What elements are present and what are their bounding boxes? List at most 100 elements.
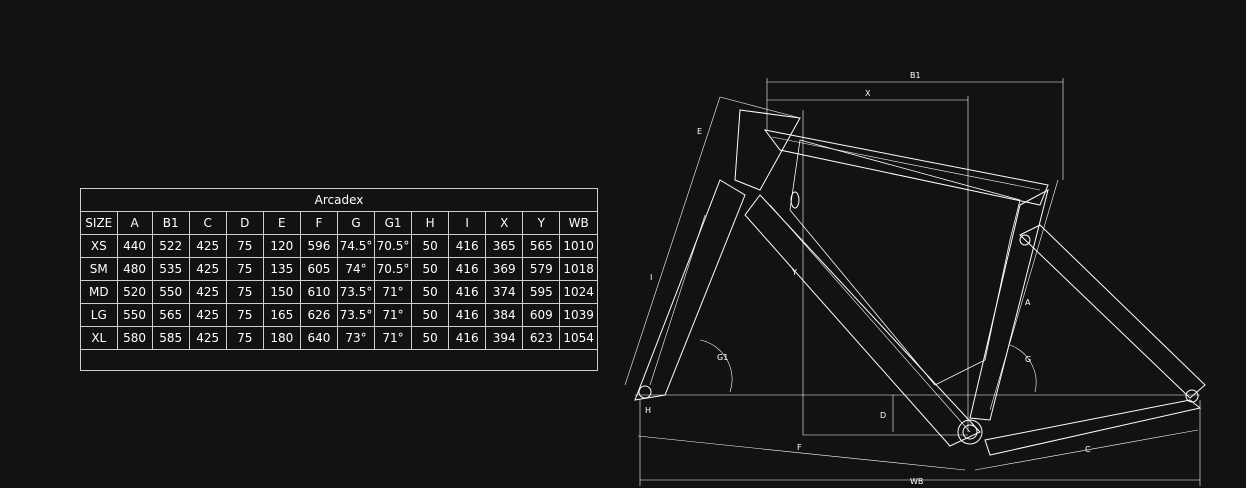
column-header: Y [522, 212, 561, 235]
table-title: Arcadex [81, 189, 597, 212]
table-cell: 425 [188, 303, 227, 327]
table-cell: 425 [188, 234, 227, 258]
table-cell: 384 [485, 303, 524, 327]
table-cell: 425 [188, 257, 227, 281]
table-cell: 75 [225, 234, 264, 258]
label-d: D [880, 411, 886, 420]
label-wb: WB [910, 477, 923, 486]
table-cell: 50 [411, 234, 450, 258]
table-cell: 369 [485, 257, 524, 281]
table-cell: 75 [225, 303, 264, 327]
label-a: A [1025, 298, 1031, 307]
table-cell: 135 [262, 257, 301, 281]
table-cell: 610 [299, 280, 338, 304]
table-cell: 416 [448, 303, 487, 327]
table-cell: 425 [188, 326, 227, 350]
table-cell: 440 [116, 234, 153, 258]
table-cell: 520 [116, 280, 153, 304]
table-cell: 640 [299, 326, 338, 350]
label-c: C [1085, 445, 1091, 454]
table-cell: 565 [151, 303, 190, 327]
frame-geometry-diagram: B1 X E Y I A G1 G D H F C WB [624, 71, 1206, 486]
table-cell: 75 [225, 280, 264, 304]
table-cell: 1018 [559, 257, 597, 281]
table-cell: 595 [522, 280, 561, 304]
table-cell: 565 [522, 234, 561, 258]
table-cell: 74.5° [336, 234, 376, 258]
label-f: F [797, 443, 802, 452]
table-cell: 605 [299, 257, 338, 281]
column-header: C [188, 212, 227, 235]
table-cell: 120 [262, 234, 301, 258]
table-cell: 416 [448, 234, 487, 258]
table-cell: 73.5° [336, 303, 376, 327]
table-cell: 165 [262, 303, 301, 327]
table-cell: 365 [485, 234, 524, 258]
column-header: E [262, 212, 301, 235]
label-g: G [1025, 355, 1031, 364]
table-cell: LG [81, 303, 118, 327]
table-cell: XL [81, 326, 118, 350]
table-cell: 626 [299, 303, 338, 327]
column-header: B1 [151, 212, 190, 235]
table-cell: 180 [262, 326, 301, 350]
table-cell: 425 [188, 280, 227, 304]
column-header: A [116, 212, 153, 235]
table-cell: 75 [225, 326, 264, 350]
table-cell: 623 [522, 326, 561, 350]
table-cell: 480 [116, 257, 153, 281]
table-cell: 550 [116, 303, 153, 327]
table-cell: 394 [485, 326, 524, 350]
table-cell: 73.5° [336, 280, 376, 304]
column-header: X [485, 212, 524, 235]
table-cell: 50 [411, 257, 450, 281]
table-cell: 75 [225, 257, 264, 281]
table-cell: 71° [373, 303, 413, 327]
table-cell: SM [81, 257, 118, 281]
label-i: I [650, 273, 652, 282]
label-g1: G1 [717, 353, 728, 362]
table-cell: 1039 [559, 303, 597, 327]
table-cell: MD [81, 280, 118, 304]
table-cell: 550 [151, 280, 190, 304]
table-cell: XS [81, 234, 118, 258]
table-cell: 1024 [559, 280, 597, 304]
label-y: Y [791, 268, 797, 277]
label-e: E [697, 127, 702, 136]
table-cell: 585 [151, 326, 190, 350]
column-header: WB [559, 212, 597, 235]
table-cell: 609 [522, 303, 561, 327]
table-cell: 579 [522, 257, 561, 281]
column-header: I [448, 212, 487, 235]
table-cell: 596 [299, 234, 338, 258]
table-cell: 71° [373, 280, 413, 304]
table-cell: 50 [411, 280, 450, 304]
table-cell: 71° [373, 326, 413, 350]
label-x: X [865, 89, 871, 98]
table-cell: 50 [411, 326, 450, 350]
table-cell: 1010 [559, 234, 597, 258]
table-cell: 522 [151, 234, 190, 258]
column-header: D [225, 212, 264, 235]
table-cell: 70.5° [373, 234, 413, 258]
column-header: SIZE [81, 212, 118, 235]
label-b1: B1 [910, 71, 921, 80]
table-cell: 74° [336, 257, 376, 281]
column-header: F [299, 212, 338, 235]
table-cell: 50 [411, 303, 450, 327]
table-cell: 580 [116, 326, 153, 350]
column-header: H [411, 212, 450, 235]
table-cell: 416 [448, 326, 487, 350]
table-cell: 150 [262, 280, 301, 304]
table-cell: 535 [151, 257, 190, 281]
table-cell: 73° [336, 326, 376, 350]
